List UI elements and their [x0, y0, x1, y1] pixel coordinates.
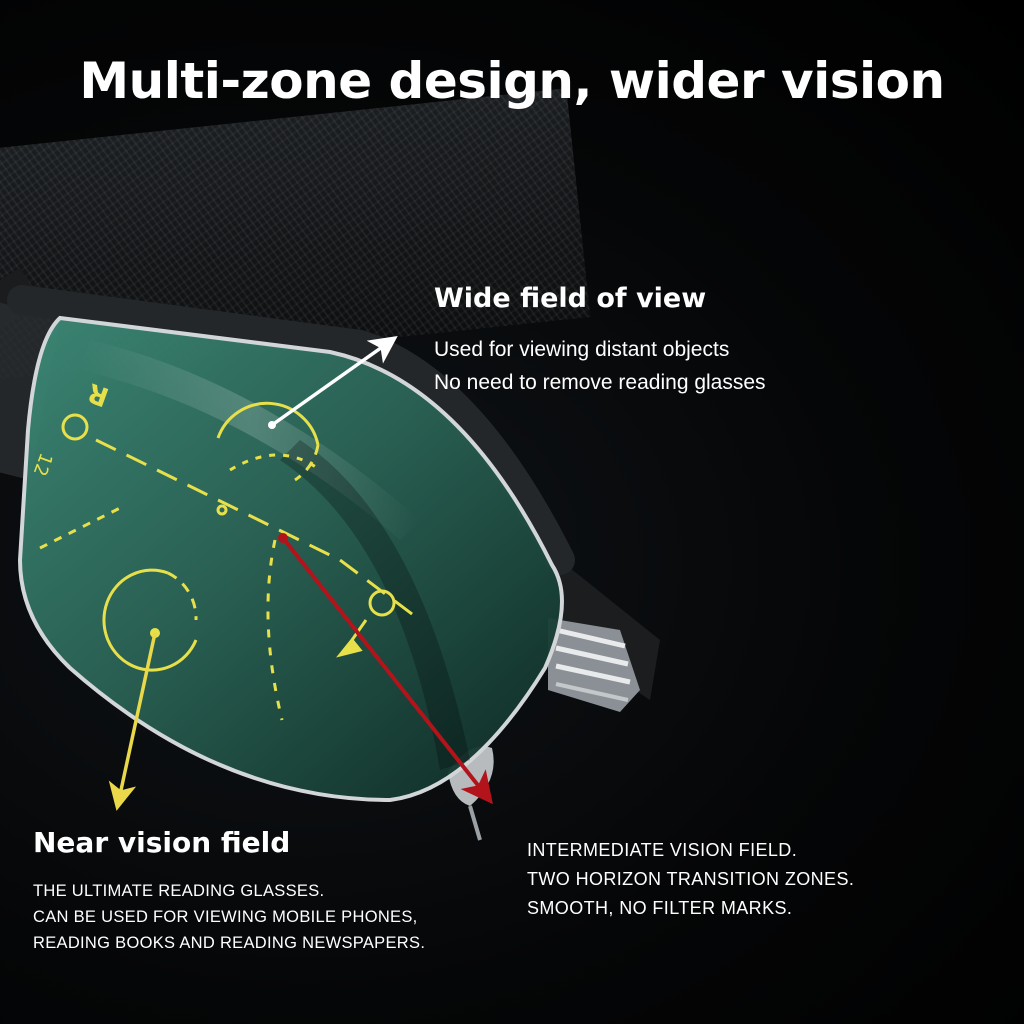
near-field-arrow: [108, 632, 157, 811]
wide-field-line: No need to remove reading glasses: [434, 371, 766, 394]
wide-field-heading: Wide field of view: [434, 283, 707, 314]
near-field-heading: Near vision field: [33, 826, 291, 859]
wide-field-line: Used for viewing distant objects: [434, 338, 730, 361]
wide-field-arrow: [270, 335, 398, 427]
lens-glare: [80, 340, 420, 540]
zone-markings: [39, 401, 421, 721]
page-title: Multi-zone design, wider vision: [79, 52, 945, 110]
intermediate-field-arrow: [281, 536, 493, 805]
near-field-line: THE ULTIMATE READING GLASSES.: [33, 882, 325, 900]
lens: [17, 315, 564, 803]
lens-glare-2: [280, 440, 470, 770]
intermediate-field-line: INTERMEDIATE VISION FIELD.: [527, 840, 798, 860]
near-field-line: CAN BE USED FOR VIEWING MOBILE PHONES,: [33, 908, 418, 926]
near-field-line: READING BOOKS AND READING NEWSPAPERS.: [33, 934, 426, 952]
hinge-block: [548, 618, 640, 712]
intermediate-field-line: TWO HORIZON TRANSITION ZONES.: [527, 869, 855, 889]
intermediate-field-line: SMOOTH, NO FILTER MARKS.: [527, 898, 793, 918]
